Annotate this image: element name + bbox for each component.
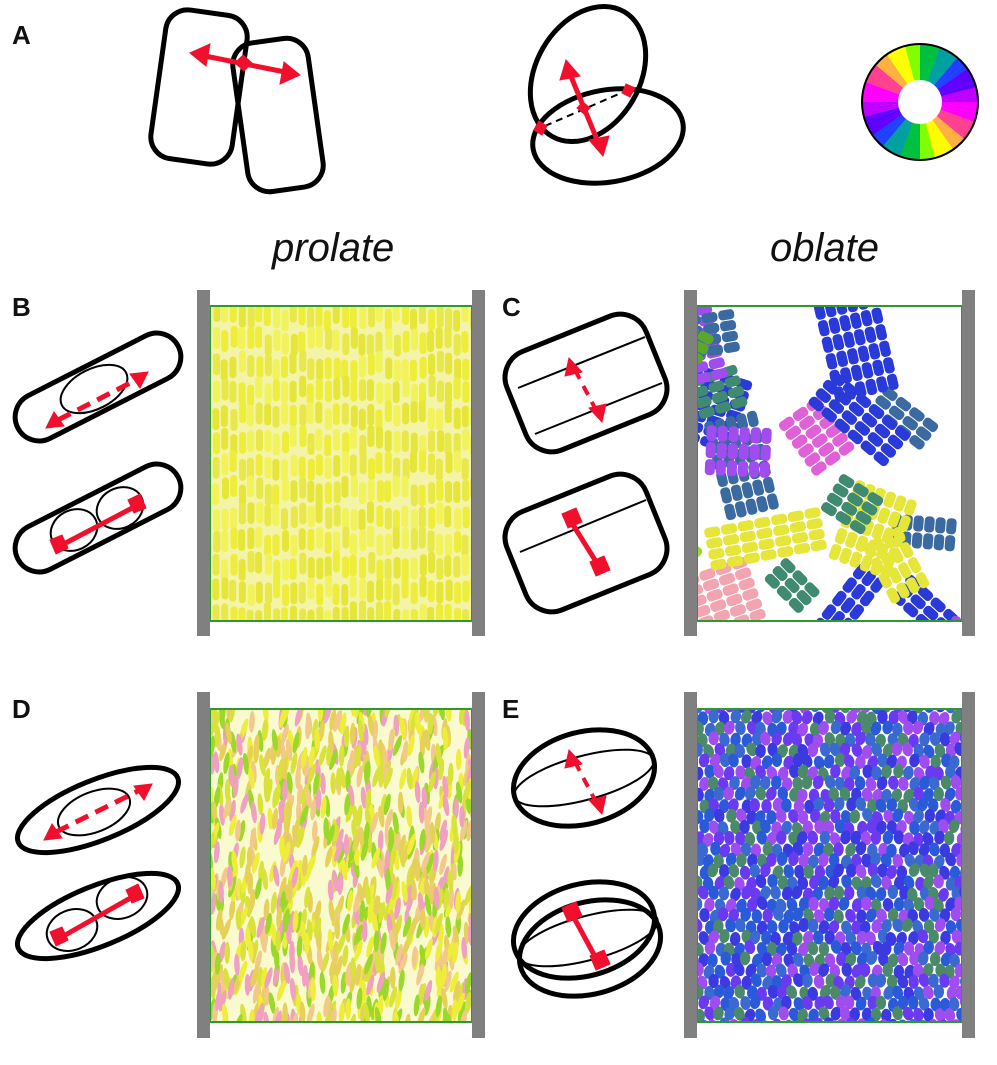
panel-c-simulation bbox=[684, 290, 975, 636]
panel-d-sketch bbox=[14, 764, 182, 962]
panel-b-sketch bbox=[12, 330, 184, 575]
panel-a-oblate-arrow bbox=[533, 58, 636, 158]
panel-b-simulation bbox=[197, 290, 485, 636]
panel-a-force-arrow bbox=[189, 43, 301, 85]
right-wall bbox=[472, 692, 485, 1038]
panel-label-c: C bbox=[502, 292, 521, 322]
right-wall bbox=[962, 290, 975, 636]
capsule-right bbox=[230, 35, 326, 195]
left-wall bbox=[684, 290, 697, 636]
panel-label-a: A bbox=[12, 20, 31, 50]
panel-e-simulation bbox=[684, 692, 975, 1038]
panel-a-oblate-sketch bbox=[527, 3, 686, 186]
left-wall bbox=[684, 692, 697, 1038]
ellipsoid-top bbox=[527, 3, 649, 145]
right-wall bbox=[962, 692, 975, 1038]
right-wall bbox=[472, 290, 485, 636]
column-title-oblate: oblate bbox=[770, 226, 879, 270]
panel-label-b: B bbox=[12, 292, 31, 322]
panel-label-d: D bbox=[12, 694, 31, 724]
capsule-left bbox=[148, 7, 250, 167]
orientation-color-wheel-icon bbox=[861, 43, 979, 161]
panel-e-sketch bbox=[510, 727, 664, 999]
panel-c-sketch bbox=[502, 311, 670, 615]
panel-label-e: E bbox=[502, 694, 520, 724]
ellipsoid-bottom bbox=[530, 86, 686, 186]
left-wall bbox=[197, 290, 210, 636]
panel-d-simulation bbox=[197, 692, 485, 1038]
left-wall bbox=[197, 692, 210, 1038]
panel-a-prolate-sketch bbox=[148, 7, 326, 195]
column-title-prolate: prolate bbox=[272, 226, 395, 270]
